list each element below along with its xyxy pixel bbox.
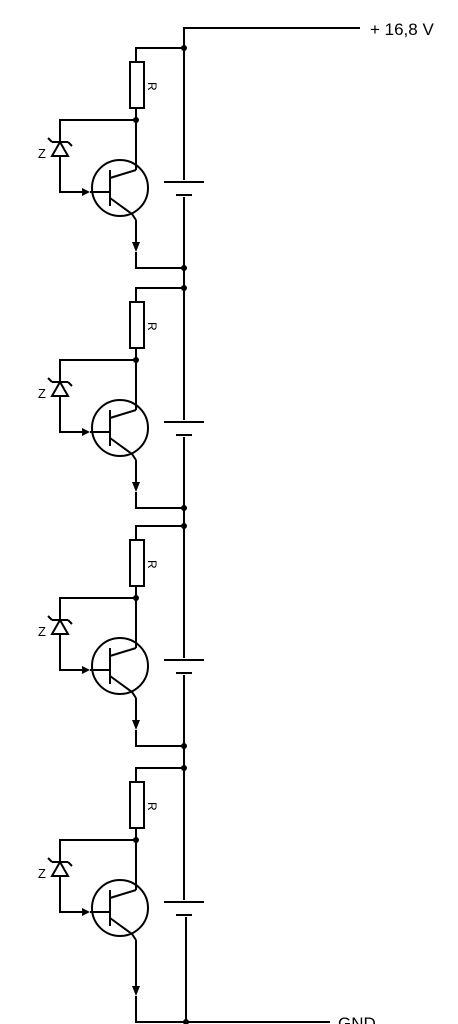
junction-dot [181,523,187,529]
resistor [129,539,145,587]
junction-dot [181,285,187,291]
emitter-arrow [132,720,140,730]
zener-wire [59,597,136,620]
bottom-wire [135,492,184,509]
transistor-emitter [109,917,133,935]
transistor-body [91,879,149,937]
balancer-cell-3: R Z [38,508,204,749]
junction-dot [183,1019,189,1024]
top-wire [135,47,184,62]
junction-dot [181,743,187,749]
resistor [129,301,145,349]
bottom-wire [135,252,184,269]
bottom-wire [135,730,184,747]
zener-diode-body [47,377,73,397]
zener-wire [59,839,136,862]
base-wire [59,634,86,671]
resistor [129,781,145,829]
zener-label: Z [38,866,46,881]
top-wire [135,525,184,540]
transistor-collector [109,409,137,419]
junction-dot [133,837,139,843]
zener-label: Z [38,386,46,401]
junction-dot [133,117,139,123]
top-wire [135,287,184,302]
transistor-emitter [109,675,133,693]
emitter-arrow [132,482,140,492]
emitter-wire [131,933,137,941]
base-arrow [82,188,90,196]
zener-diode-body [47,137,73,157]
top-wire [135,767,184,782]
base-wire [59,396,86,433]
zener-label: Z [38,624,46,639]
resistor-label: R [145,322,159,331]
transistor-collector [109,647,137,657]
supply-wire [183,27,360,48]
balancer-cell-2: R Z [38,268,204,511]
resistor [129,61,145,109]
bottom-wire [135,996,186,1023]
emitter-arrow [132,242,140,252]
emitter-wire [131,453,137,461]
transistor-emitter [109,197,133,215]
base-arrow [82,428,90,436]
junction-dot [181,45,187,51]
base-arrow [82,666,90,674]
resistor-label: R [145,560,159,569]
resistor-label: R [145,82,159,91]
emitter-arrow [132,986,140,996]
zener-wire [59,119,136,142]
zener-diode-body [47,615,73,635]
transistor-collector [109,169,137,179]
emitter-wire [131,691,137,699]
base-wire [59,156,86,193]
transistor-emitter [109,437,133,455]
junction-dot [133,357,139,363]
zener-wire [59,359,136,382]
transistor-body [91,159,149,217]
base-wire [59,876,86,913]
zener-label: Z [38,146,46,161]
resistor-label: R [145,802,159,811]
ground-label: GND [338,1014,376,1024]
emitter-wire [131,213,137,221]
transistor-body [91,399,149,457]
zener-diode-body [47,857,73,877]
supply-label: + 16,8 V [370,20,434,39]
junction-dot [133,595,139,601]
transistor-body [91,637,149,695]
balancer-cell-4: R Z [38,748,204,1024]
balancer-cell-1: R Z [38,45,204,271]
transistor-collector [109,889,137,899]
junction-dot [181,765,187,771]
base-arrow [82,908,90,916]
